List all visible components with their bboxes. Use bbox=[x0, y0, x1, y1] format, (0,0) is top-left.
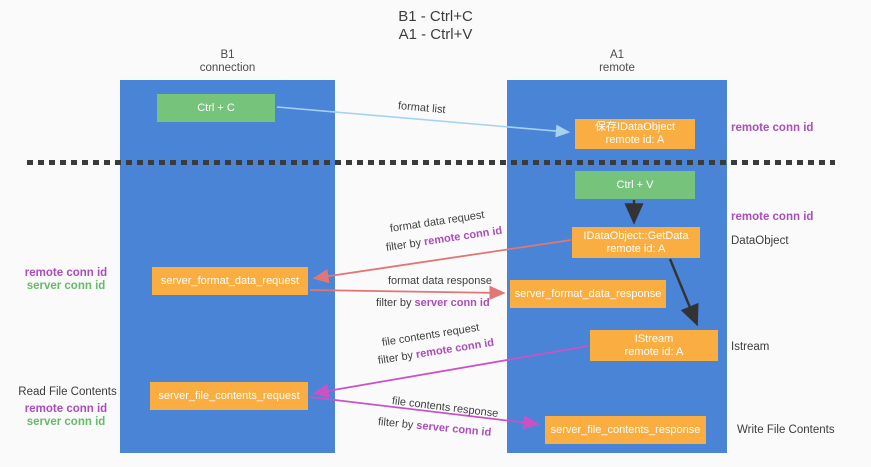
format-data-response-arrow bbox=[309, 285, 506, 301]
format-data-response-label: format data response bbox=[388, 275, 492, 287]
annotation-istream: Istream bbox=[731, 341, 770, 353]
diagram-title: B1 - Ctrl+C A1 - Ctrl+V bbox=[0, 8, 871, 44]
filter-by-text: filter by bbox=[377, 349, 417, 367]
server-conn-id-text: server conn id bbox=[26, 416, 106, 428]
format-data-response-filter-label: filter by server conn id bbox=[376, 297, 490, 309]
file-contents-response-filter-label: filter by server conn id bbox=[377, 416, 491, 439]
node-save-idataobject-line1: 保存IDataObject bbox=[594, 121, 676, 133]
server-conn-id-text: server conn id bbox=[414, 297, 490, 309]
lane-a1-subtitle: remote bbox=[599, 62, 635, 74]
annotation-read-file-contents: Read File Contents bbox=[18, 386, 117, 398]
node-server-format-data-response-label: server_format_data_response bbox=[514, 287, 662, 300]
server-conn-id-text: server conn id bbox=[415, 419, 492, 439]
annotation-write-file-contents: Write File Contents bbox=[737, 424, 835, 436]
annotation-remote-conn-id-mid: remote conn id bbox=[731, 211, 814, 223]
lane-b1-subtitle: connection bbox=[199, 62, 256, 74]
node-istream-line2: remote id: A bbox=[624, 345, 684, 358]
node-save-idataobject: 保存IDataObject remote id: A bbox=[575, 119, 695, 149]
node-istream-line1: IStream bbox=[634, 332, 674, 345]
filter-by-text: filter by bbox=[385, 236, 425, 254]
node-server-file-contents-response-label: server_file_contents_response bbox=[550, 423, 701, 436]
node-server-file-contents-response: server_file_contents_response bbox=[545, 416, 706, 444]
title-line-1: B1 - Ctrl+C bbox=[398, 8, 473, 25]
node-getdata-line2: remote id: A bbox=[606, 242, 666, 255]
node-ctrl-c-label: Ctrl + C bbox=[197, 101, 235, 114]
title-line-2: A1 - Ctrl+V bbox=[398, 26, 473, 43]
node-ctrl-v-label: Ctrl + V bbox=[616, 178, 654, 191]
lane-b1-title: B1 bbox=[220, 49, 235, 61]
annotation-left-conn-ids-bottom: remote conn id server conn id bbox=[10, 403, 122, 429]
dashed-divider bbox=[27, 160, 835, 165]
annotation-remote-conn-id-top: remote conn id bbox=[731, 122, 814, 134]
node-ctrl-v: Ctrl + V bbox=[575, 171, 695, 199]
server-conn-id-text: server conn id bbox=[26, 280, 106, 292]
node-server-format-data-response: server_format_data_response bbox=[510, 280, 666, 308]
lane-header-a1: A1 remote bbox=[507, 49, 727, 75]
annotation-left-conn-ids-top: remote conn id server conn id bbox=[10, 267, 122, 293]
node-getdata-line1: IDataObject::GetData bbox=[583, 229, 689, 242]
filter-by-text: filter by bbox=[377, 416, 417, 432]
node-server-format-data-request-label: server_format_data_request bbox=[160, 274, 300, 287]
remote-conn-id-text: remote conn id bbox=[24, 403, 108, 415]
lane-a1-title: A1 bbox=[609, 49, 625, 61]
lane-header-b1: B1 connection bbox=[120, 49, 335, 75]
node-idataobject-getdata: IDataObject::GetData remote id: A bbox=[572, 227, 700, 258]
node-server-format-data-request: server_format_data_request bbox=[152, 267, 308, 295]
file-contents-response-label: file contents response bbox=[391, 395, 499, 420]
node-istream: IStream remote id: A bbox=[590, 330, 718, 361]
node-server-file-contents-request: server_file_contents_request bbox=[150, 382, 308, 410]
filter-by-text: filter by bbox=[376, 297, 415, 309]
annotation-dataobject: DataObject bbox=[731, 235, 789, 247]
node-save-idataobject-line2: remote id: A bbox=[605, 134, 665, 146]
format-list-label: format list bbox=[397, 100, 447, 117]
node-ctrl-c: Ctrl + C bbox=[157, 94, 275, 122]
node-server-file-contents-request-label: server_file_contents_request bbox=[158, 389, 300, 402]
remote-conn-id-text: remote conn id bbox=[24, 267, 108, 279]
